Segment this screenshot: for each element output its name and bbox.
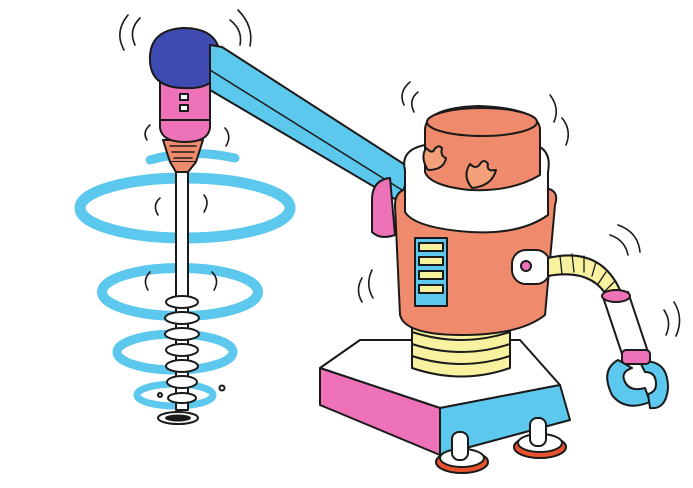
drill-head <box>148 27 222 173</box>
claw <box>606 359 651 407</box>
robot-right-arm <box>511 249 669 410</box>
motion-marks <box>119 9 681 337</box>
drill <box>157 169 226 425</box>
robot-head <box>403 105 550 234</box>
wheel-front <box>435 431 489 474</box>
drill-screw <box>164 295 200 404</box>
wheel-rear <box>513 417 567 459</box>
flame-icon-right <box>465 160 497 189</box>
wheels <box>435 417 567 474</box>
chest-vent <box>414 237 448 307</box>
drill-shaft <box>175 169 189 411</box>
flame-icon-left <box>422 145 447 171</box>
base-side <box>439 384 571 456</box>
